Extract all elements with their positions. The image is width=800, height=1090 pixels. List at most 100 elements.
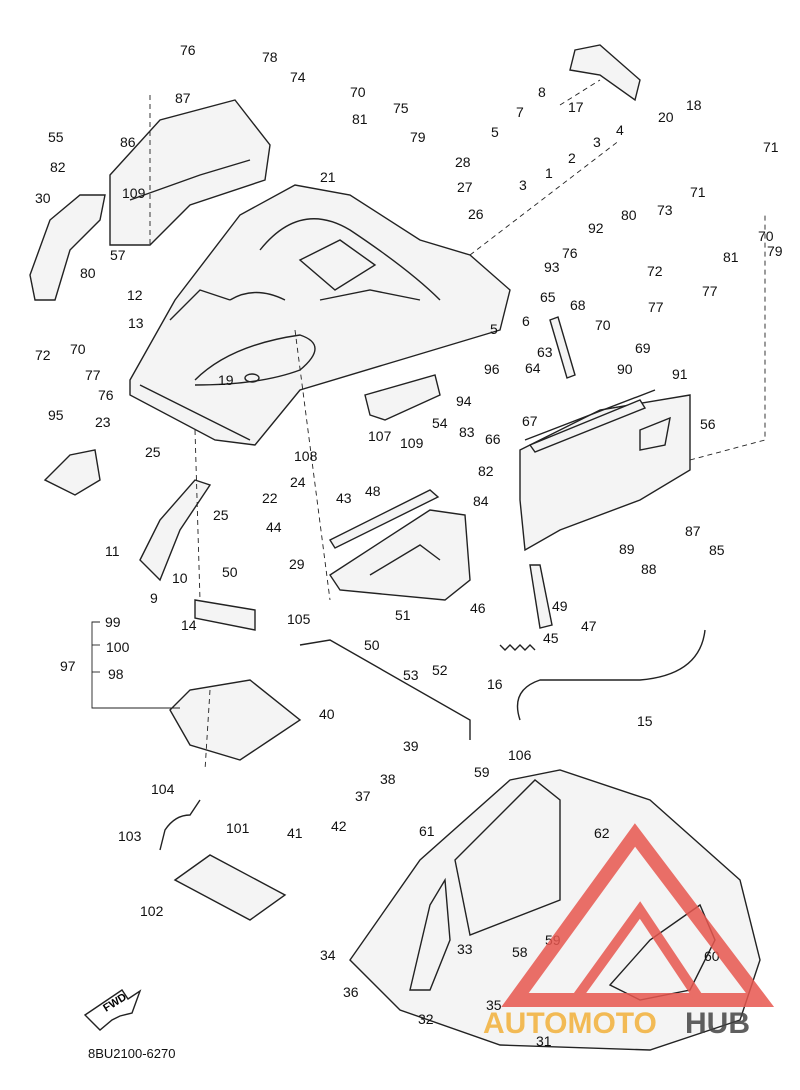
part-label-25b: 25 [213,507,229,523]
part-label-55: 55 [48,129,64,145]
part-label-22: 22 [262,490,278,506]
part-label-105: 105 [287,611,311,627]
hood-assembly [129,184,511,446]
part-label-64: 64 [525,360,541,376]
part-label-78: 78 [262,49,278,65]
part-label-90: 90 [617,361,633,377]
part-label-93: 93 [544,259,560,275]
part-label-5a: 5 [491,124,499,140]
part-label-5b: 5 [490,321,498,337]
part-label-89: 89 [619,541,635,557]
part-label-108: 108 [294,448,318,464]
part-label-70c: 70 [758,228,774,244]
part-label-29: 29 [289,556,305,572]
part-label-70d: 70 [595,317,611,333]
part-label-87a: 87 [175,90,191,106]
part-label-100: 100 [106,639,130,655]
part-label-92: 92 [588,220,604,236]
watermark-logo: AUTOMOTO HUB [483,823,775,1040]
part-label-45: 45 [543,630,559,646]
part-label-65: 65 [540,289,556,305]
part-label-79b: 79 [767,243,783,259]
part-label-16: 16 [487,676,503,692]
part-label-14: 14 [181,617,197,633]
part-label-7: 7 [516,104,524,120]
part-label-31: 31 [536,1033,552,1049]
part-label-53: 53 [403,667,419,683]
part-label-75: 75 [393,100,409,116]
part-label-36: 36 [343,984,359,1000]
watermark-text-a: AUTOMOTO [483,1007,657,1040]
lower-cowl [349,769,761,1051]
part-label-51: 51 [395,607,411,623]
part-label-79a: 79 [410,129,426,145]
part-label-52: 52 [432,662,448,678]
spacer-95 [43,449,101,496]
part-label-67: 67 [522,413,538,429]
part-label-35: 35 [486,997,502,1013]
part-label-72b: 72 [647,263,663,279]
part-label-6: 6 [522,313,530,329]
part-label-40: 40 [319,706,335,722]
inner-duct [329,509,471,601]
part-label-98: 98 [108,666,124,682]
part-label-57: 57 [110,247,126,263]
strip-43 [328,489,440,549]
part-label-70a: 70 [350,84,366,100]
part-label-63: 63 [537,344,553,360]
strip-65 [549,316,576,379]
part-label-38: 38 [380,771,396,787]
part-label-97: 97 [60,658,76,674]
part-label-34: 34 [320,947,336,963]
part-label-76a: 76 [180,42,196,58]
part-label-19: 19 [218,372,234,388]
part-label-76b: 76 [98,387,114,403]
part-label-46: 46 [470,600,486,616]
part-label-47: 47 [581,618,597,634]
part-label-11: 11 [105,543,120,559]
part-label-30: 30 [35,190,51,206]
part-label-82a: 82 [50,159,66,175]
part-label-10: 10 [172,570,188,586]
part-label-70b: 70 [70,341,86,357]
part-label-21: 21 [320,169,336,185]
part-label-77a: 77 [85,367,101,383]
part-label-87b: 87 [685,523,701,539]
support-rod [299,639,471,740]
part-label-106: 106 [508,747,532,763]
stay-14 [194,599,256,631]
spring [499,644,536,651]
part-label-96: 96 [484,361,500,377]
part-label-62: 62 [594,825,610,841]
part-label-1: 1 [545,165,553,181]
part-label-37: 37 [355,788,371,804]
tray-94 [364,374,441,421]
part-label-95: 95 [48,407,64,423]
part-label-48: 48 [365,483,381,499]
part-label-91: 91 [672,366,688,382]
watermark-text-b: HUB [685,1007,750,1040]
part-label-84: 84 [473,493,489,509]
part-label-56: 56 [700,416,716,432]
part-label-24: 24 [290,474,306,490]
part-label-23: 23 [95,414,111,430]
part-label-12: 12 [127,287,143,303]
part-label-13: 13 [128,315,144,331]
part-label-32: 32 [418,1011,434,1027]
part-label-49: 49 [552,598,568,614]
part-label-8: 8 [538,84,546,100]
strip-45 [529,564,553,629]
part-label-76c: 76 [562,245,578,261]
part-label-42: 42 [331,818,347,834]
part-label-77b: 77 [648,299,664,315]
part-label-81b: 81 [723,249,739,265]
part-label-81a: 81 [352,111,368,127]
part-label-33: 33 [457,941,473,957]
part-label-94: 94 [456,393,472,409]
part-label-50b: 50 [364,637,380,653]
bracket-17 [569,44,641,102]
hose [159,799,201,851]
diagram-code: 8BU2100-6270 [88,1046,175,1061]
part-label-80a: 80 [80,265,96,281]
